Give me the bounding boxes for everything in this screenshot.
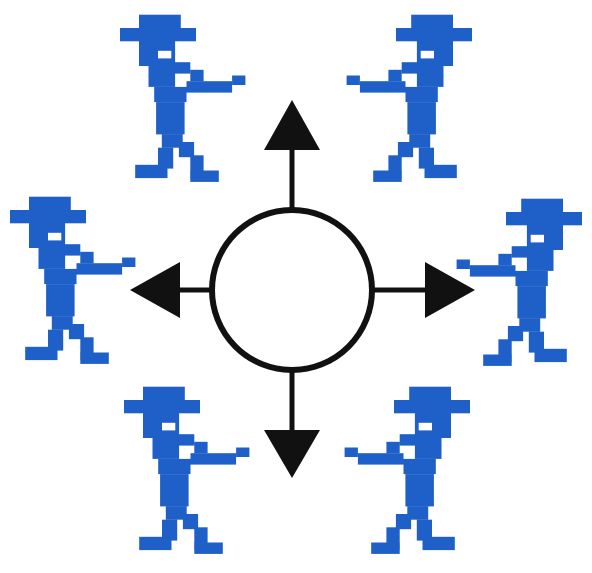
arrow-right-icon [372,262,475,318]
arrow-up-icon [264,100,320,210]
arrow-left-icon [130,262,212,318]
arrow-down-icon [264,370,320,478]
gunman-bottom-left-icon [124,387,249,554]
gunman-bottom-right-icon [345,387,470,554]
gunman-left-icon [10,197,135,364]
gunman-top-right-icon [347,15,472,182]
center-circle-icon [212,210,372,370]
gunman-top-left-icon [120,15,245,182]
gunman-right-icon [457,199,582,366]
